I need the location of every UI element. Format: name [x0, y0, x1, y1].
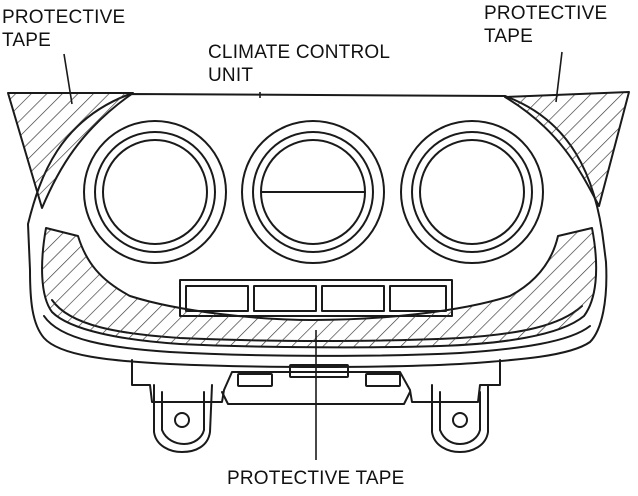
label-climate-control-unit: CLIMATE CONTROL UNIT	[208, 41, 390, 87]
housing-slot-left	[237, 373, 273, 387]
protective-tape-top-left	[7, 92, 134, 209]
button-4	[389, 285, 447, 312]
button-2	[253, 285, 317, 312]
label-top-left-line2: TAPE	[2, 30, 52, 51]
callout-line-top-right	[555, 51, 563, 103]
mounting-tab-left-inner	[161, 391, 205, 445]
housing-slot-center	[289, 364, 349, 378]
callout-line-top-left	[63, 53, 73, 105]
protective-tape-top-right	[504, 91, 630, 207]
mounting-hole-right	[452, 412, 468, 428]
label-protective-tape-bottom: PROTECTIVE TAPE	[227, 468, 405, 489]
mounting-hole-left	[174, 412, 190, 428]
housing-slot-right	[365, 373, 401, 387]
label-top-right-line2: TAPE	[484, 26, 534, 47]
label-top-right-line1: PROTECTIVE	[484, 3, 608, 24]
label-protective-tape-top-left: PROTECTIVE TAPE	[2, 6, 125, 52]
knob-center	[241, 120, 385, 264]
button-3	[321, 285, 385, 312]
label-center-line1: CLIMATE CONTROL	[208, 42, 391, 63]
knob-right	[400, 120, 544, 264]
protective-tape-bottom	[41, 227, 598, 349]
label-protective-tape-top-right: PROTECTIVE TAPE	[484, 2, 607, 48]
button-1	[185, 285, 249, 312]
label-top-left-line1: PROTECTIVE	[2, 7, 126, 28]
panel-inner-lip	[43, 315, 591, 357]
mounting-tab-left	[153, 384, 213, 453]
mounting-tab-right-inner	[439, 391, 481, 445]
mounting-tab-right	[431, 384, 489, 453]
knob-left	[83, 120, 227, 264]
button-strip-frame	[179, 279, 453, 317]
label-center-line2: UNIT	[208, 65, 254, 86]
